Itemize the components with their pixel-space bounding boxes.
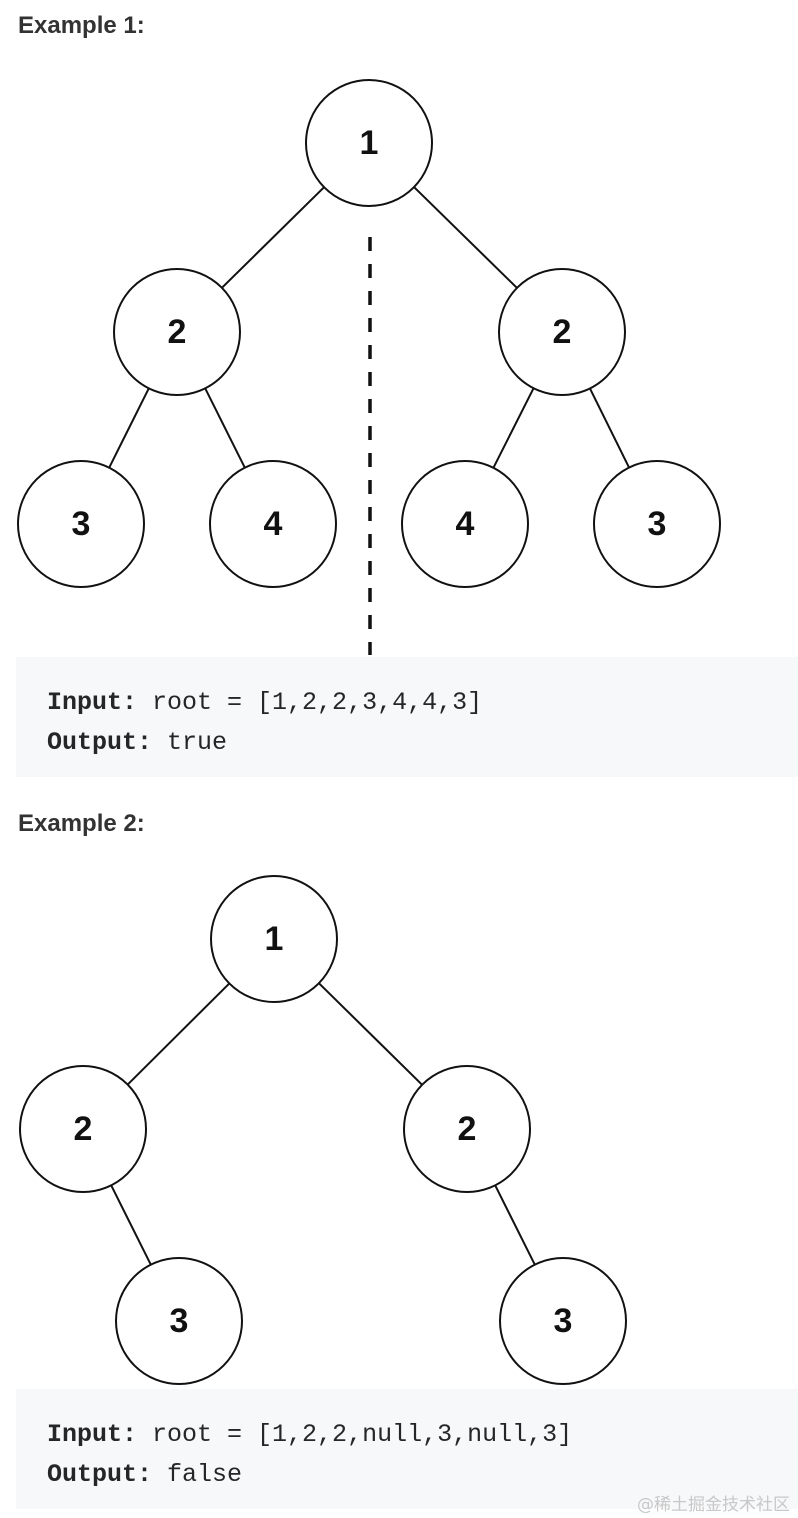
tree-node-label: 2	[168, 313, 187, 351]
tree-node-label: 3	[648, 505, 667, 543]
tree-edge-2-to-3	[589, 388, 630, 468]
tree-node: 2	[113, 268, 241, 396]
tree-node: 4	[209, 460, 337, 588]
tree-node-circle	[209, 460, 337, 588]
example-2-code-block: Input: root = [1,2,2,null,3,null,3] Outp…	[16, 1389, 798, 1509]
tree-node: 3	[17, 460, 145, 588]
input-value: root = [1,2,2,null,3,null,3]	[152, 1420, 573, 1449]
tree-node-circle	[498, 268, 626, 396]
tree-node-circle	[210, 875, 338, 1003]
output-label: Output:	[47, 1460, 153, 1489]
example-2-heading: Example 2:	[18, 810, 145, 837]
tree-edge-1-to-2	[221, 186, 325, 289]
tree-node: 2	[498, 268, 626, 396]
tree-edge-1-to-2	[413, 186, 518, 289]
input-value: root = [1,2,2,3,4,4,3]	[152, 688, 483, 717]
tree-node-label: 4	[264, 505, 283, 543]
tree-node: 1	[210, 875, 338, 1003]
tree-edge-2-to-3	[494, 1184, 536, 1266]
example-2-input-line: Input: root = [1,2,2,null,3,null,3]	[47, 1415, 798, 1455]
example-2-output-line: Output: false	[47, 1455, 798, 1495]
tree-node-circle	[19, 1065, 147, 1193]
tree-node: 3	[115, 1257, 243, 1385]
tree-edge-1-to-2	[126, 982, 231, 1086]
input-label: Input:	[47, 1420, 138, 1449]
tree-node-label: 4	[456, 505, 475, 543]
tree-node-circle	[113, 268, 241, 396]
tree-node: 4	[401, 460, 529, 588]
example-1-heading: Example 1:	[18, 12, 145, 39]
tree-node-label: 3	[72, 505, 91, 543]
example-2-tree-diagram: 1 2 2 3 3	[19, 875, 627, 1385]
tree-edge-2-to-4	[492, 387, 535, 469]
tree-node: 1	[305, 79, 433, 207]
tree-node: 3	[499, 1257, 627, 1385]
tree-node-circle	[593, 460, 721, 588]
tree-node-label: 1	[265, 920, 284, 958]
tree-node-label: 2	[553, 313, 572, 351]
tree-edge-2-to-3	[110, 1184, 152, 1266]
tree-edge-1-to-2	[318, 982, 423, 1086]
input-label: Input:	[47, 688, 138, 717]
tree-node-label: 3	[554, 1302, 573, 1340]
tree-node-circle	[17, 460, 145, 588]
tree-edge-2-to-4	[204, 387, 246, 469]
example-1-tree-diagram: 1 2 2 3 4 4 3	[17, 79, 721, 655]
tree-node-label: 1	[360, 124, 379, 162]
tree-node-circle	[401, 460, 529, 588]
tree-node-circle	[305, 79, 433, 207]
output-label: Output:	[47, 728, 153, 757]
watermark: @稀土掘金技术社区	[637, 1495, 790, 1515]
tree-node-circle	[499, 1257, 627, 1385]
tree-node: 3	[593, 460, 721, 588]
tree-node-label: 2	[74, 1110, 93, 1148]
tree-node: 2	[403, 1065, 531, 1193]
tree-node-circle	[115, 1257, 243, 1385]
example-1-code-block: Input: root = [1,2,2,3,4,4,3] Output: tr…	[16, 657, 798, 777]
output-value: false	[167, 1460, 243, 1489]
output-value: true	[167, 728, 228, 757]
tree-node-label: 2	[458, 1110, 477, 1148]
tree-node: 2	[19, 1065, 147, 1193]
example-1-output-line: Output: true	[47, 723, 798, 763]
tree-node-label: 3	[170, 1302, 189, 1340]
tree-node-circle	[403, 1065, 531, 1193]
tree-edge-2-to-3	[108, 387, 150, 469]
example-1-input-line: Input: root = [1,2,2,3,4,4,3]	[47, 683, 798, 723]
